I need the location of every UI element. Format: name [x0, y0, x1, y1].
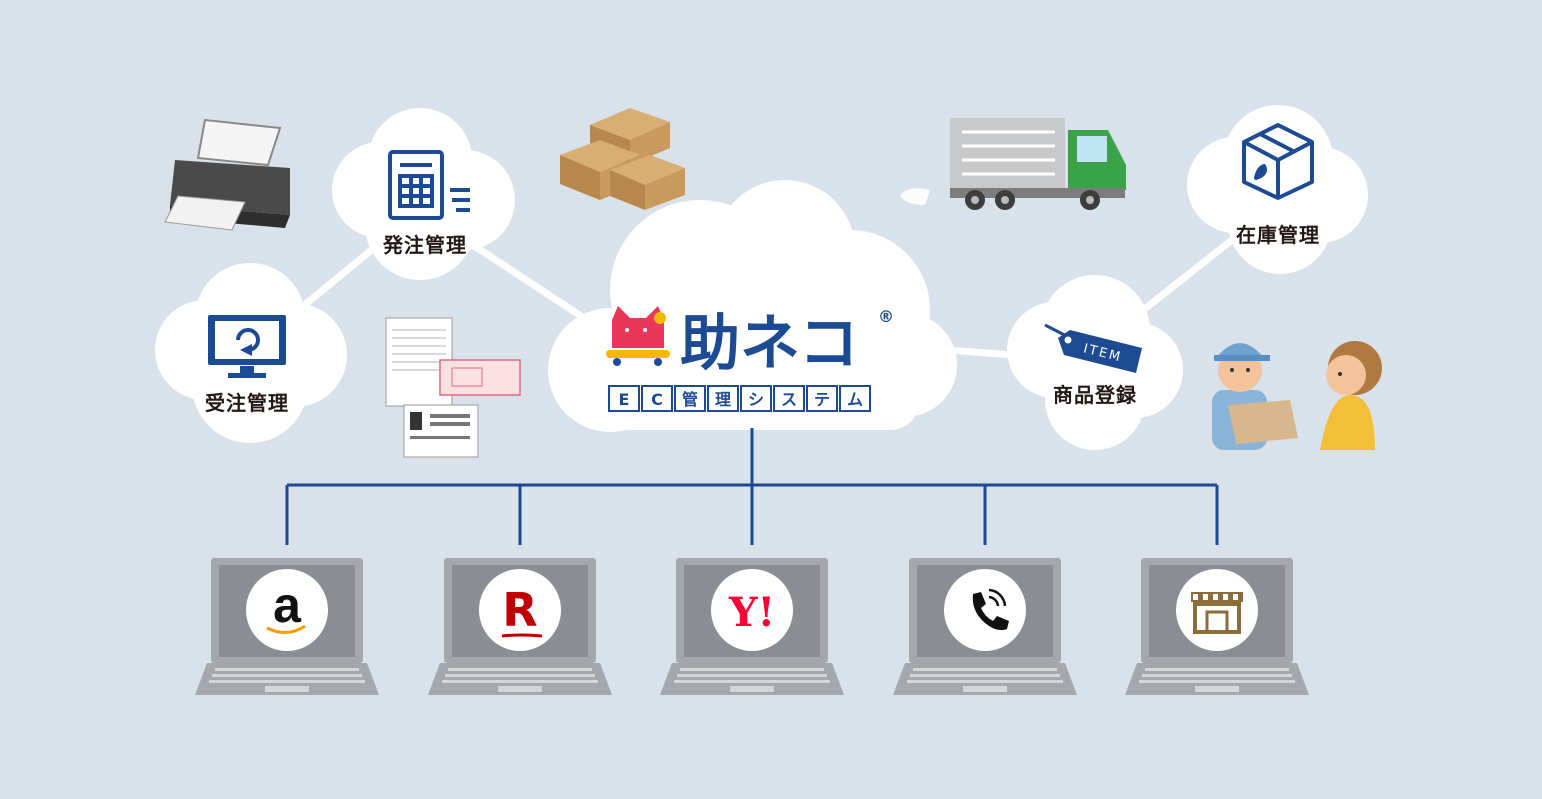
- keyboard-row: [448, 668, 592, 671]
- order-form-icon: [388, 150, 470, 220]
- trackpad: [963, 686, 1007, 692]
- keyboard-row: [674, 680, 830, 683]
- sukeneko-cat-logo: [606, 306, 670, 366]
- inventory-label: 在庫管理: [1236, 223, 1320, 247]
- subtitle-char-box: [707, 385, 739, 412]
- amazon-logo-circle: [246, 569, 328, 651]
- amazon-logo-text: a: [273, 577, 302, 633]
- rakuten-logo-circle: [479, 569, 561, 651]
- trackpad: [1195, 686, 1239, 692]
- trackpad: [265, 686, 309, 692]
- subtitle-char: シ: [748, 390, 764, 409]
- rakuten-logo-text: R: [502, 583, 537, 637]
- cloud-inventory: [1187, 105, 1368, 274]
- ordering-label: 発注管理: [382, 233, 467, 257]
- subtitle-char: テ: [814, 390, 830, 409]
- keyboard-row: [913, 668, 1057, 671]
- subtitle-char: 理: [715, 390, 731, 409]
- keyboard-row: [677, 674, 827, 677]
- subtitle-char-box: [773, 385, 805, 412]
- subtitle-char-box: [839, 385, 871, 412]
- subtitle-char: C: [651, 390, 663, 409]
- keyboard-row: [215, 668, 359, 671]
- phone-icon: [972, 592, 1009, 631]
- keyboard-row: [442, 680, 598, 683]
- laptop-yahoo[interactable]: Y!: [660, 558, 844, 695]
- channel-tree: [285, 428, 1219, 545]
- keyboard-row: [1139, 680, 1295, 683]
- yahoo-logo-text: Y!: [728, 589, 775, 636]
- trackpad: [498, 686, 542, 692]
- laptop-store[interactable]: [1125, 558, 1309, 695]
- order-receiving-label: 受注管理: [205, 391, 289, 415]
- laptop-amazon[interactable]: a: [195, 558, 379, 695]
- awning-stripe: [1203, 594, 1208, 600]
- awning-stripe: [1193, 594, 1198, 600]
- trackpad: [730, 686, 774, 692]
- phone-wave-icon: [988, 588, 1007, 607]
- laptop-phone[interactable]: [893, 558, 1077, 695]
- keyboard-row: [445, 674, 595, 677]
- subtitle-char: ス: [781, 390, 797, 409]
- registered-mark: ®: [878, 307, 894, 326]
- subtitle-char-box: [806, 385, 838, 412]
- subtitle-char-box: [641, 385, 673, 412]
- keyboard-row: [907, 680, 1063, 683]
- delivery-person-illustration: [1212, 343, 1298, 450]
- inventory-box-icon: [1242, 123, 1314, 200]
- channel-laptops: a R Y!: [195, 558, 1309, 695]
- yahoo-logo-circle: [711, 569, 793, 651]
- product-registration-label: 商品登録: [1053, 383, 1137, 407]
- awning-stripe: [1213, 594, 1218, 600]
- awning-stripe: [1233, 594, 1238, 600]
- keyboard-row: [910, 674, 1060, 677]
- awning-stripe: [1223, 594, 1228, 600]
- amazon-smile-icon: [266, 624, 306, 634]
- cloud-product-registration: [1007, 275, 1183, 450]
- store-logo-circle: [1176, 569, 1258, 651]
- phone-logo-circle: [944, 569, 1026, 651]
- subtitle-char: E: [619, 390, 630, 409]
- phone-wave-icon: [988, 595, 1000, 607]
- subtitle-char-box: [740, 385, 772, 412]
- subtitle-char: 管: [682, 390, 698, 409]
- cloud-ordering: [332, 108, 515, 280]
- keyboard-row: [209, 680, 365, 683]
- brand-name: 助ネコ: [680, 309, 859, 379]
- laptop-rakuten[interactable]: R: [428, 558, 612, 695]
- boxes-icon: [560, 108, 685, 210]
- subtitle-char: ム: [847, 390, 863, 409]
- keyboard-row: [680, 668, 824, 671]
- subtitle-char-box: [608, 385, 640, 412]
- shipping-documents-icon: [385, 317, 521, 458]
- printer-icon: [164, 118, 290, 231]
- keyboard-row: [212, 674, 362, 677]
- truck-icon: [900, 118, 1126, 210]
- monitor-icon: [208, 315, 286, 378]
- keyboard-row: [1145, 668, 1289, 671]
- store-door-icon: [1205, 610, 1229, 634]
- subtitle-char-box: [674, 385, 706, 412]
- customer-illustration: [1320, 341, 1382, 450]
- keyboard-row: [1142, 674, 1292, 677]
- rakuten-swoosh-icon: [501, 633, 543, 638]
